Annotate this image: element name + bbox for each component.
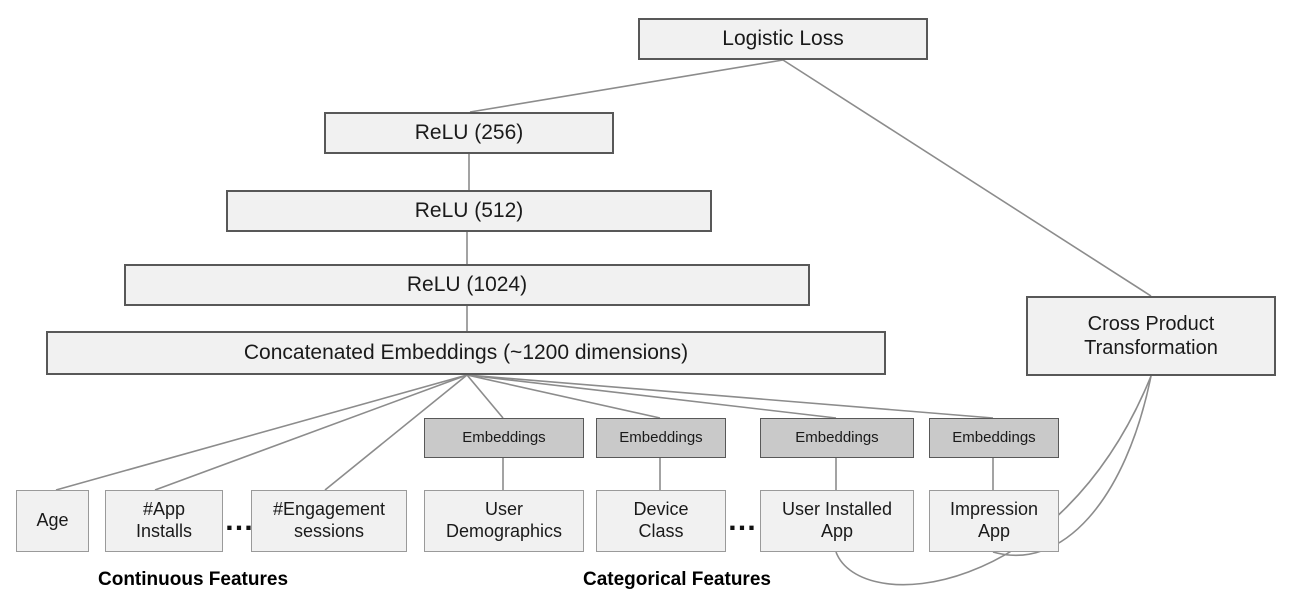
node-relu-256[interactable]: ReLU (256) xyxy=(324,112,614,154)
node-feature-app-installs[interactable]: #App Installs xyxy=(105,490,223,552)
node-relu-512[interactable]: ReLU (512) xyxy=(226,190,712,232)
node-feature-device-class[interactable]: Device Class xyxy=(596,490,726,552)
ellipsis-categorical: … xyxy=(727,504,759,537)
node-feature-user-demographics[interactable]: User Demographics xyxy=(424,490,584,552)
node-embeddings-1[interactable]: Embeddings xyxy=(424,418,584,458)
edge-age-to-concat xyxy=(55,374,468,491)
node-feature-impression-app[interactable]: Impression App xyxy=(929,490,1059,552)
node-embeddings-2[interactable]: Embeddings xyxy=(596,418,726,458)
edge-userinstalledapp-to-crossproduct xyxy=(835,375,1152,586)
label-continuous-features: Continuous Features xyxy=(98,569,289,590)
node-embeddings-4[interactable]: Embeddings xyxy=(929,418,1059,458)
node-feature-user-installed-app[interactable]: User Installed App xyxy=(760,490,914,552)
node-embeddings-3[interactable]: Embeddings xyxy=(760,418,914,458)
node-relu-1024[interactable]: ReLU (1024) xyxy=(124,264,810,306)
edge-embeddings3-to-concat xyxy=(466,374,837,419)
edge-embeddings4-to-concat xyxy=(466,374,994,419)
node-concatenated-embeddings[interactable]: Concatenated Embeddings (~1200 dimension… xyxy=(46,331,886,375)
label-categorical-features: Categorical Features xyxy=(583,569,771,590)
node-logistic-loss[interactable]: Logistic Loss xyxy=(638,18,928,60)
node-cross-product-transformation[interactable]: Cross Product Transformation xyxy=(1026,296,1276,376)
edge-relu256-to-logistic-loss xyxy=(469,59,784,113)
edge-appinstalls-to-concat xyxy=(154,374,468,491)
node-feature-age[interactable]: Age xyxy=(16,490,89,552)
edge-crossproduct-to-logistic-loss xyxy=(782,59,1152,297)
node-feature-engagement-sessions[interactable]: #Engagement sessions xyxy=(251,490,407,552)
edge-embeddings2-to-concat xyxy=(466,374,661,419)
edge-embeddings1-to-concat xyxy=(466,374,504,419)
ellipsis-continuous: … xyxy=(224,504,256,537)
